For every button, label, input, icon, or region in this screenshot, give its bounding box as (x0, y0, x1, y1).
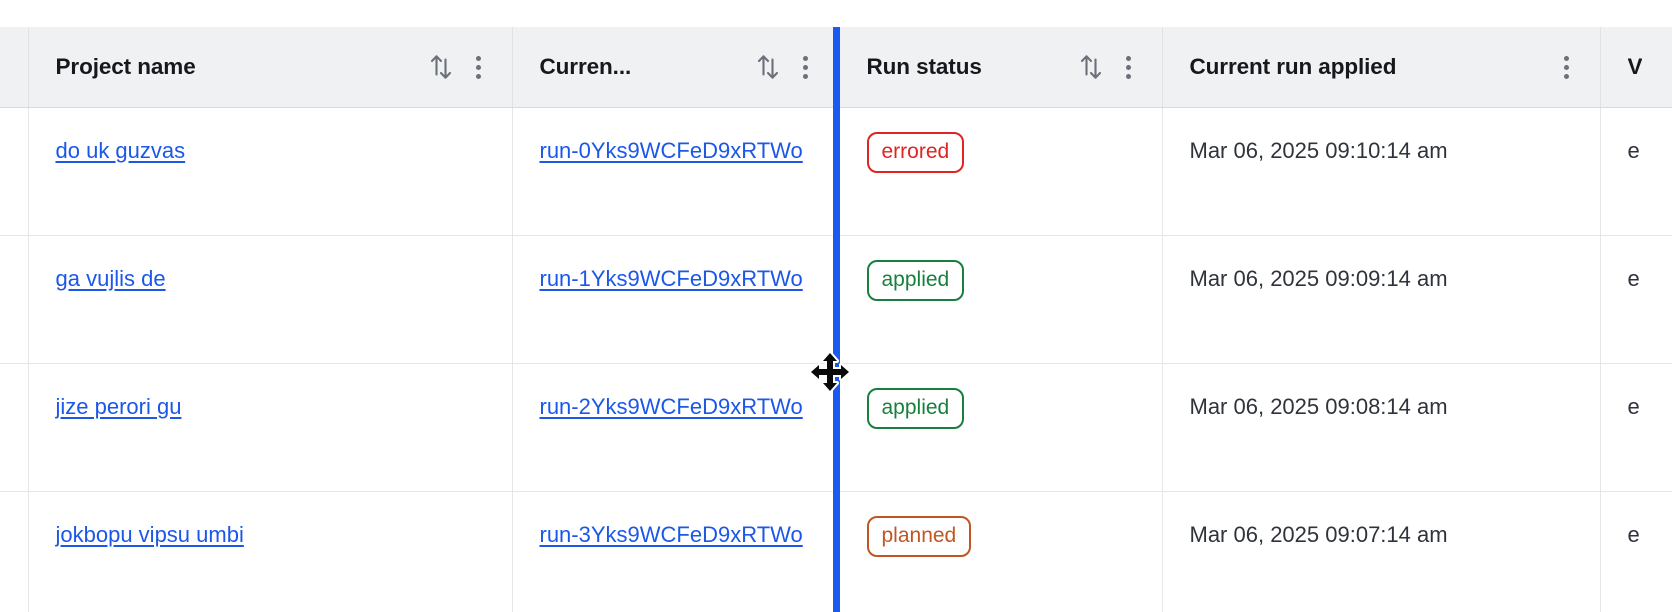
cell-project-name: do uk guzvas (28, 107, 513, 236)
sort-icon-run-status[interactable] (1074, 50, 1108, 84)
column-header-label-next-column: V (1627, 54, 1643, 79)
cell-project-name: jize perori gu (28, 363, 513, 492)
column-header-current-run[interactable]: Curren... (512, 27, 840, 108)
row-select-cell[interactable] (0, 363, 29, 492)
project-name-link[interactable]: jokbopu vipsu umbi (55, 522, 244, 547)
current-run-link[interactable]: run-1Yks9WCFeD9xRTWo (539, 266, 803, 291)
current-run-link[interactable]: run-2Yks9WCFeD9xRTWo (539, 394, 803, 419)
next-column-value: e (1627, 522, 1640, 547)
cell-project-name: jokbopu vipsu umbi (28, 491, 513, 612)
next-column-value: e (1627, 266, 1640, 291)
column-header-label-run-status: Run status (866, 54, 982, 79)
cell-next-column: e (1600, 363, 1672, 492)
cell-next-column: e (1600, 491, 1672, 612)
next-column-value: e (1627, 394, 1640, 419)
cell-current-run: run-3Yks9WCFeD9xRTWo (512, 491, 840, 612)
column-header-current-run-applied[interactable]: Current run applied (1162, 27, 1601, 108)
cell-run-status: errored (839, 107, 1163, 236)
kebab-menu-icon-current-run-applied[interactable] (1552, 50, 1582, 84)
row-select-cell[interactable] (0, 107, 29, 236)
projects-table-scroll-container[interactable]: Project name (0, 27, 1672, 612)
cell-current-run-applied: Mar 06, 2025 09:09:14 am (1162, 235, 1601, 364)
column-header-run-status[interactable]: Run status (839, 27, 1163, 108)
status-badge: applied (866, 388, 965, 430)
cell-run-status: applied (839, 363, 1163, 492)
table-row[interactable]: jokbopu vipsu umbi run-3Yks9WCFeD9xRTWo … (0, 491, 1672, 612)
project-name-link[interactable]: jize perori gu (55, 394, 182, 419)
cell-project-name: ga vujlis de (28, 235, 513, 364)
current-run-link[interactable]: run-0Yks9WCFeD9xRTWo (539, 138, 803, 163)
table-body: do uk guzvas run-0Yks9WCFeD9xRTWo errore… (0, 107, 1672, 612)
column-header-label-current-run-applied: Current run applied (1189, 54, 1397, 79)
row-select-cell[interactable] (0, 235, 29, 364)
cell-current-run-applied: Mar 06, 2025 09:08:14 am (1162, 363, 1601, 492)
cell-next-column: e (1600, 107, 1672, 236)
sort-icon-current-run[interactable] (751, 50, 785, 84)
kebab-menu-icon-run-status[interactable] (1114, 50, 1144, 84)
cell-current-run: run-1Yks9WCFeD9xRTWo (512, 235, 840, 364)
status-badge: planned (866, 516, 972, 558)
column-header-select[interactable] (0, 27, 29, 108)
status-badge: errored (866, 132, 965, 174)
table-row[interactable]: ga vujlis de run-1Yks9WCFeD9xRTWo applie… (0, 235, 1672, 364)
column-header-project-name[interactable]: Project name (28, 27, 513, 108)
cell-next-column: e (1600, 235, 1672, 364)
cell-current-run: run-0Yks9WCFeD9xRTWo (512, 107, 840, 236)
project-name-link[interactable]: do uk guzvas (55, 138, 186, 163)
status-badge: applied (866, 260, 965, 302)
cell-current-run: run-2Yks9WCFeD9xRTWo (512, 363, 840, 492)
row-select-cell[interactable] (0, 491, 29, 612)
kebab-menu-icon-project-name[interactable] (464, 50, 494, 84)
applied-timestamp: Mar 06, 2025 09:08:14 am (1189, 394, 1448, 419)
applied-timestamp: Mar 06, 2025 09:09:14 am (1189, 266, 1448, 291)
column-header-label-project-name: Project name (55, 54, 196, 79)
sort-icon-project-name[interactable] (424, 50, 458, 84)
column-header-label-current-run: Curren... (539, 54, 632, 79)
table-row[interactable]: do uk guzvas run-0Yks9WCFeD9xRTWo errore… (0, 107, 1672, 236)
projects-table: Project name (0, 27, 1672, 612)
table-header-row: Project name (0, 27, 1672, 108)
project-name-link[interactable]: ga vujlis de (55, 266, 166, 291)
cell-current-run-applied: Mar 06, 2025 09:07:14 am (1162, 491, 1601, 612)
column-header-next-column[interactable]: V (1600, 27, 1672, 108)
current-run-link[interactable]: run-3Yks9WCFeD9xRTWo (539, 522, 803, 547)
cell-run-status: applied (839, 235, 1163, 364)
applied-timestamp: Mar 06, 2025 09:10:14 am (1189, 138, 1448, 163)
kebab-menu-icon-current-run[interactable] (791, 50, 821, 84)
table-row[interactable]: jize perori gu run-2Yks9WCFeD9xRTWo appl… (0, 363, 1672, 492)
next-column-value: e (1627, 138, 1640, 163)
cell-run-status: planned (839, 491, 1163, 612)
table-header: Project name (0, 27, 1672, 108)
cell-current-run-applied: Mar 06, 2025 09:10:14 am (1162, 107, 1601, 236)
applied-timestamp: Mar 06, 2025 09:07:14 am (1189, 522, 1448, 547)
